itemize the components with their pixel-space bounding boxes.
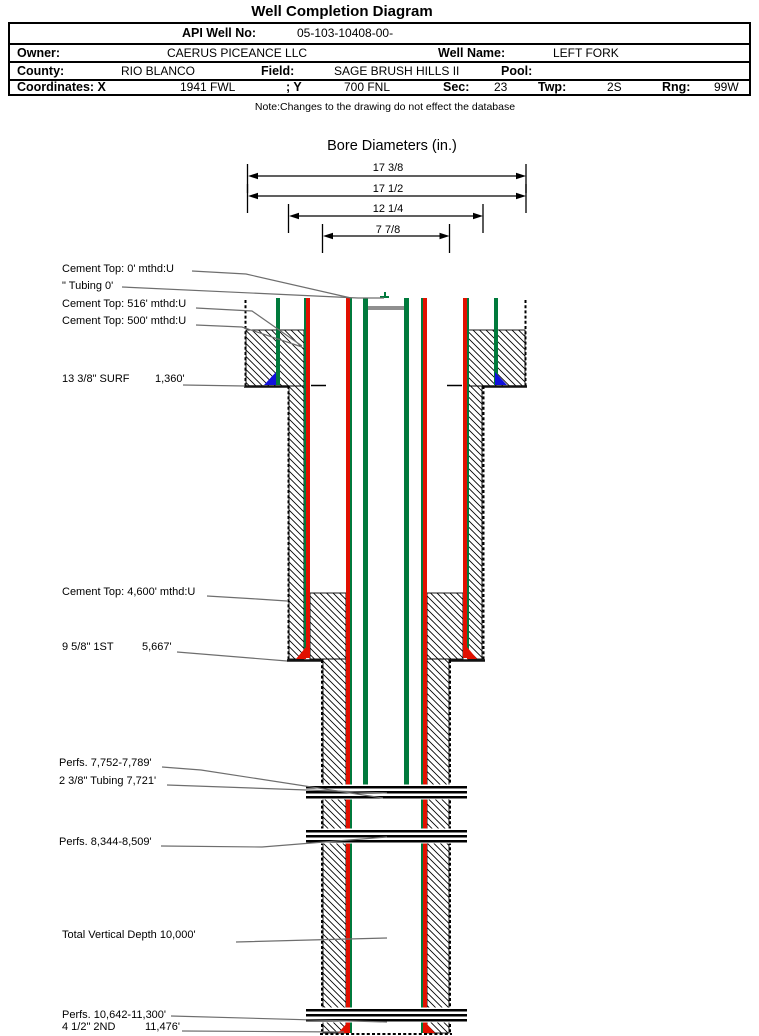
rng-label: Rng: (662, 80, 691, 94)
coordinates-y-value: 700 FNL (344, 80, 391, 94)
well-name-label: Well Name: (438, 46, 506, 60)
perforation-band-upper (306, 784, 467, 800)
dimension-label: 17 3/8 (373, 162, 404, 174)
cement-production-lower-right (426, 658, 450, 1034)
leader-cement-top-516 (195, 307, 303, 347)
twp-label: Twp: (538, 80, 567, 94)
database-note: Note:Changes to the drawing do not effec… (254, 101, 516, 113)
cement-intermediate-left (288, 385, 305, 660)
casing-shoe-red-bottom-left (338, 1022, 348, 1033)
leader-surf-casing (182, 384, 246, 387)
leader-tubing-0 (121, 286, 384, 299)
api-well-no-value: 05-103-10408-00- (297, 26, 394, 40)
label-second-depth: 11,476' (145, 1021, 180, 1033)
api-well-no-label: API Well No: (182, 26, 257, 40)
table-row-owner: Owner: CAERUS PICEANCE LLC Well Name: LE… (10, 45, 749, 61)
twp-value: 2S (607, 80, 622, 94)
sec-value: 23 (494, 80, 508, 94)
table-divider (10, 79, 749, 81)
page-title: Well Completion Diagram (251, 3, 433, 20)
leader-second-casing (181, 1030, 345, 1033)
owner-label: Owner: (17, 46, 61, 60)
borehole-walls (244, 300, 527, 1035)
coordinates-x-value: 1941 FWL (180, 80, 236, 94)
casing-shoe-blue-right (495, 372, 507, 385)
label-tvd: Total Vertical Depth 10,000' (62, 929, 196, 941)
sec-label: Sec: (443, 80, 470, 94)
label-first-casing: 9 5/8" 1ST (62, 641, 114, 653)
field-value: SAGE BRUSH HILLS II (334, 64, 460, 78)
field-label: Field: (261, 64, 295, 78)
dimension-label: 12 1/4 (373, 203, 404, 215)
dimension-17-1-2: 17 1/2 (246, 183, 527, 213)
leader-cement-top-500 (195, 324, 303, 348)
leader-perfs-lower (170, 1015, 388, 1023)
cement-production-lower-left (322, 658, 347, 1034)
pool-label: Pool: (501, 64, 533, 78)
label-tubing: 2 3/8" Tubing 7,721' (59, 775, 156, 787)
well-info-table: API Well No: 05-103-10408-00- Owner: CAE… (8, 22, 751, 96)
dimension-label: 7 7/8 (376, 224, 400, 236)
casing-shoe-blue-left (264, 372, 276, 385)
leader-tvd (235, 937, 388, 943)
wellhead-tick-stem (384, 292, 386, 298)
rng-value: 99W (714, 80, 739, 94)
table-row-county: County: RIO BLANCO Field: SAGE BRUSH HIL… (10, 63, 749, 79)
casing-shoe-red-bottom-right (425, 1022, 435, 1033)
label-tubing-0: " Tubing 0' (62, 280, 113, 292)
casing-shoe-red-left (296, 647, 306, 659)
leader-cement-top-4600 (206, 595, 288, 602)
label-perfs-lower: Perfs. 10,642-11,300' (62, 1009, 166, 1021)
label-second-casing: 4 1/2" 2ND (62, 1021, 115, 1033)
label-cement-top-4600: Cement Top: 4,600' mthd:U (62, 586, 195, 598)
intermediate-casing-9-5-8 (296, 298, 477, 659)
surface-casing-13-3-8 (264, 298, 507, 385)
leader-cement-top-0 (191, 270, 352, 299)
owner-value: CAERUS PICEANCE LLC (167, 46, 308, 60)
casing-shoe-red-right (467, 647, 477, 659)
table-row-coordinates: Coordinates: X 1941 FWL ; Y 700 FNL Sec:… (10, 81, 749, 94)
dimension-7-7-8: 7 7/8 (321, 224, 451, 253)
cement-regions (245, 329, 526, 1034)
label-cement-top-516: Cement Top: 516' mthd:U (62, 298, 186, 310)
county-value: RIO BLANCO (121, 64, 196, 78)
dimension-label: 17 1/2 (373, 183, 404, 195)
well-name-value: LEFT FORK (553, 46, 619, 60)
cement-production-upper-left (309, 592, 347, 660)
leader-lines (121, 270, 388, 1033)
cement-production-upper-right (426, 592, 464, 660)
perforation-band-lower (306, 1007, 467, 1023)
leader-first-casing (176, 651, 288, 662)
annotation-labels: Cement Top: 0' mthd:U " Tubing 0' Cement… (59, 263, 196, 1033)
leader-tubing (166, 784, 388, 794)
table-row-api: API Well No: 05-103-10408-00- (10, 24, 749, 43)
leader-perfs-upper (161, 766, 384, 799)
dimension-12-1-4: 12 1/4 (287, 203, 484, 233)
label-surf-casing: 13 3/8" SURF (62, 373, 130, 385)
tubing-2-3-8 (363, 292, 409, 787)
bore-diameters-block: Bore Diameters (in.) 17 3/8 17 1/2 12 1/… (246, 138, 527, 253)
label-perfs-upper: Perfs. 7,752-7,789' (59, 757, 152, 769)
county-label: County: (17, 64, 65, 78)
tubing-hanger-bar (368, 306, 404, 310)
bore-diameters-title: Bore Diameters (in.) (327, 138, 457, 154)
coordinates-label: Coordinates: X (17, 80, 106, 94)
label-perfs-middle: Perfs. 8,344-8,509' (59, 836, 152, 848)
production-casing-4-1-2 (338, 298, 435, 1033)
cement-intermediate-right (467, 385, 483, 660)
table-divider (10, 43, 749, 45)
label-cement-top-0: Cement Top: 0' mthd:U (62, 263, 174, 275)
coordinates-y-label: ; Y (286, 80, 302, 94)
table-divider (10, 61, 749, 63)
label-surf-depth: 1,360' (155, 373, 185, 385)
wellbore-schematic: Bore Diameters (in.) 17 3/8 17 1/2 12 1/… (59, 138, 527, 1035)
leader-perfs-middle (160, 836, 388, 848)
label-cement-top-500: Cement Top: 500' mthd:U (62, 315, 186, 327)
label-first-depth: 5,667' (142, 641, 172, 653)
